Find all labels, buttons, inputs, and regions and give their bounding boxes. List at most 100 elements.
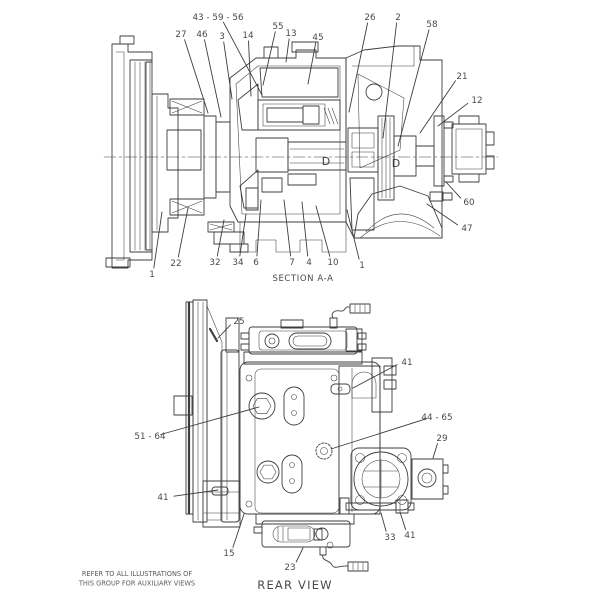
callout-label: 26: [364, 13, 376, 23]
callout-label: 51 - 64: [134, 432, 166, 442]
callout-label: 14: [242, 31, 254, 41]
leader-line: [160, 406, 260, 435]
splined-hub: [173, 395, 193, 416]
leader-line: [173, 489, 219, 497]
leader-line: [307, 42, 317, 85]
wire-harness: [331, 306, 350, 319]
splined-shaft: [255, 137, 289, 173]
solenoid-device: [429, 115, 495, 202]
bearing: [287, 173, 317, 186]
adapter-column: [202, 317, 241, 528]
leader-line: [262, 31, 276, 86]
leader-line: [204, 39, 222, 118]
callout-label: 41: [157, 493, 168, 503]
leader-line: [285, 38, 290, 63]
callout-label: 2: [395, 13, 401, 23]
leader-line: [382, 22, 398, 139]
callout-label: 45: [312, 33, 323, 43]
callout-label: 12: [471, 96, 482, 106]
callout-label: 23: [284, 563, 295, 573]
callout-label: 27: [175, 30, 186, 40]
flywheel-housing: [105, 35, 179, 269]
electrical-connector-top: [349, 303, 371, 314]
callout-label: 32: [209, 258, 220, 268]
lower-left-bracket: [207, 221, 249, 253]
port-box: [411, 458, 449, 500]
callout-label: 25: [233, 317, 244, 327]
callout-label: 60: [463, 198, 475, 208]
callout-label: 7: [289, 258, 295, 268]
leader-line: [216, 219, 225, 257]
callout-label: 6: [253, 258, 259, 268]
top-fitting: [291, 41, 319, 53]
fitting: [429, 191, 444, 202]
callout-label: 41: [404, 531, 415, 541]
leader-line: [217, 324, 231, 339]
leader-line: [256, 199, 262, 257]
callout-label: 22: [170, 259, 181, 269]
leader-line: [445, 181, 462, 199]
leader-line: [330, 418, 427, 450]
piston-barrel: [266, 107, 304, 123]
callout-label: 46: [196, 30, 208, 40]
rear-callouts: 25 41 44 - 65 29 51 - 64 41 15 23 33 41: [134, 317, 452, 573]
callout-label: 44 - 65: [421, 413, 452, 423]
mount-adapter: [345, 45, 454, 239]
splined-washer: [315, 442, 333, 460]
callout-label: 41: [401, 358, 412, 368]
leader-line: [222, 21, 263, 96]
callout-label: 55: [272, 22, 283, 32]
ref-25-mark: [208, 327, 219, 343]
leader-line: [153, 211, 163, 269]
callout-label: 13: [285, 29, 296, 39]
leader-line: [397, 29, 430, 147]
callout-label: 1: [359, 261, 365, 271]
leader-line: [346, 209, 360, 260]
callout-label: 15: [223, 549, 234, 559]
leader-line: [315, 205, 331, 257]
callout-label: 21: [456, 72, 467, 82]
leader-line: [301, 201, 309, 257]
bolt: [330, 383, 351, 395]
footnote-line2: THIS GROUP FOR AUXILIARY VIEWS: [78, 580, 195, 588]
callout-label: 43 - 59 - 56: [192, 13, 244, 23]
callout-label: 4: [306, 258, 312, 268]
wire-harness: [322, 554, 349, 568]
leader-line: [295, 547, 304, 563]
callout-label: 3: [219, 32, 225, 42]
callout-label: 29: [436, 434, 447, 444]
callout-label: 1: [149, 270, 155, 280]
callout-label: 10: [327, 258, 339, 268]
leader-line: [426, 203, 459, 226]
rear-flange: [350, 447, 412, 511]
leader-line: [399, 511, 407, 530]
leader-line: [352, 364, 398, 389]
leader-line: [419, 80, 456, 134]
pump-rear-housing: [239, 357, 397, 515]
damper-coupling: [166, 98, 231, 216]
hex-port: [256, 460, 280, 484]
datum-letter: D: [392, 157, 400, 170]
leader-line: [223, 41, 233, 100]
leader-line: [380, 512, 387, 532]
callout-label: 33: [384, 533, 395, 543]
leader-line: [348, 22, 369, 113]
hex-port: [248, 392, 276, 420]
leader-line: [248, 40, 252, 97]
pump-housing: [229, 41, 347, 253]
leader-line: [177, 207, 189, 258]
section-caption: SECTION A-A: [272, 274, 333, 284]
datum-letter: D: [322, 155, 330, 168]
control-rod: [339, 497, 415, 515]
control-valve-bottom: [253, 513, 369, 572]
electrical-connector-bottom: [347, 561, 369, 572]
spline-ring-gear: [166, 129, 202, 171]
leader-line: [232, 513, 245, 548]
leader-line: [283, 199, 292, 257]
section-view: SECTION A-A 43 - 59 - 565526258274631413…: [103, 13, 499, 284]
leader-line: [432, 443, 438, 459]
